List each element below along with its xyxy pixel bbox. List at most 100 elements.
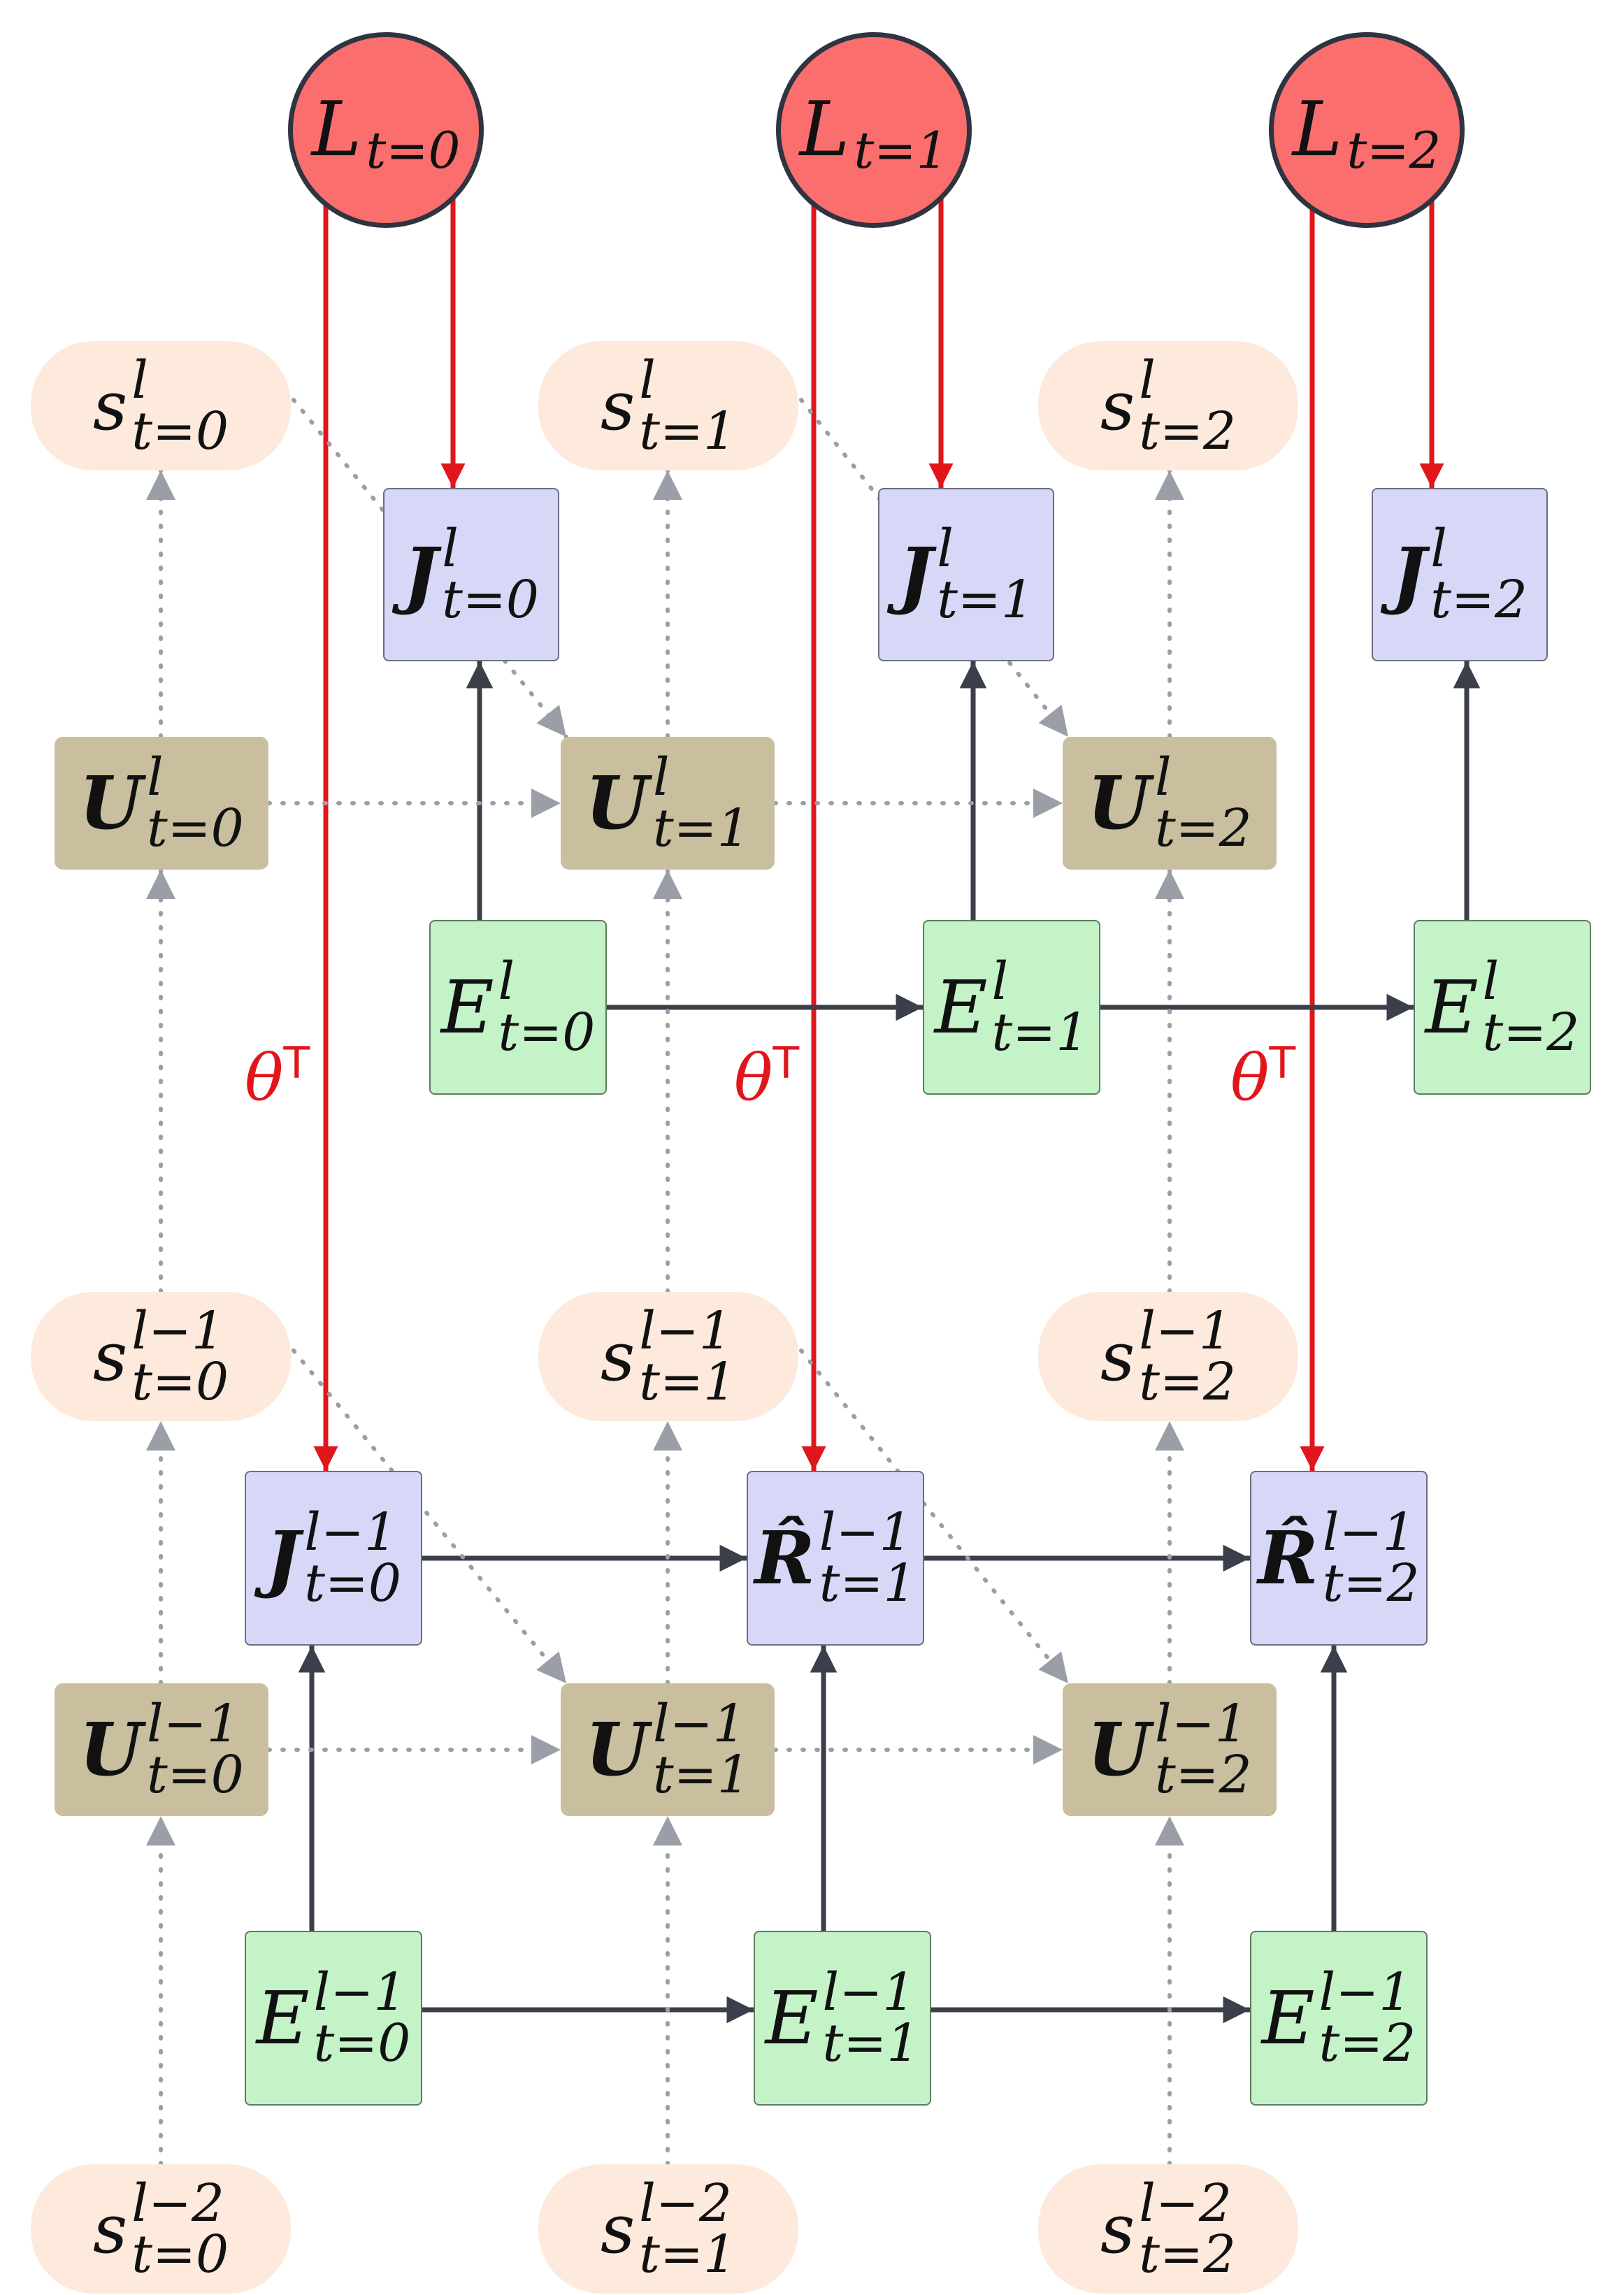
node-base-letter: s [92,366,128,445]
node-base-letter: s [1100,366,1135,445]
node-subscript: t=0 [146,798,244,858]
node-base-letter: R̂ [1258,1515,1318,1601]
node-subscript: t=0 [146,1745,244,1805]
node-superscript: l−1 [313,1962,407,2023]
node-base-letter: U [79,760,143,846]
theta-symbol: θ [245,1040,284,1116]
edge-sm0-to-Um1 [292,1348,568,1685]
node-superscript: l−1 [131,1300,224,1361]
node-base-letter: s [1100,1317,1135,1396]
node-base-letter: s [600,2189,635,2268]
node-superscript: l−1 [1139,1300,1232,1361]
node-base-letter: s [92,1317,128,1396]
node-superscript: l−1 [1322,1502,1416,1563]
node-base-letter: R̂ [754,1515,815,1601]
node-subscript: t=2 [1322,1553,1420,1613]
node-subscript: t=1 [639,401,737,461]
node-scripts: t=1 [854,113,948,176]
node-base-letter: E [765,1976,819,2061]
node-subscript: t=1 [991,1002,1089,1063]
node-subscript: t=0 [304,1553,402,1613]
node-superscript: l−1 [304,1502,397,1563]
node-base-letter: J [898,531,933,617]
transpose-mark: T [1269,1037,1296,1088]
node-base-letter: E [440,965,494,1050]
node-subscript: t=0 [366,121,461,180]
node-base-letter: s [600,366,635,445]
node-base-letter: L [311,86,362,173]
node-subscript: t=1 [819,1553,917,1613]
node-subscript: t=0 [313,2013,411,2073]
edge-sl0-to-Ul1 [292,398,568,739]
node-subscript: t=2 [1346,121,1442,180]
node-subscript: t=0 [131,1351,229,1412]
node-subscript: t=2 [1482,1002,1580,1063]
node-subscript: t=0 [442,570,540,630]
node-subscript: t=1 [652,1745,750,1805]
node-superscript: l [498,951,515,1012]
node-base-letter: U [79,1706,143,1792]
node-base-letter: E [1261,1976,1315,2061]
node-superscript: l [991,951,1009,1012]
node-superscript: l [1430,519,1447,580]
node-scripts: t=0 [366,113,461,180]
node-superscript: l−2 [1139,2173,1232,2233]
node-base-letter: E [256,1976,310,2061]
transpose-mark: T [283,1037,310,1088]
node-base-letter: E [934,965,988,1050]
node-superscript: l [1154,747,1172,808]
theta-symbol: θ [1230,1040,1270,1116]
